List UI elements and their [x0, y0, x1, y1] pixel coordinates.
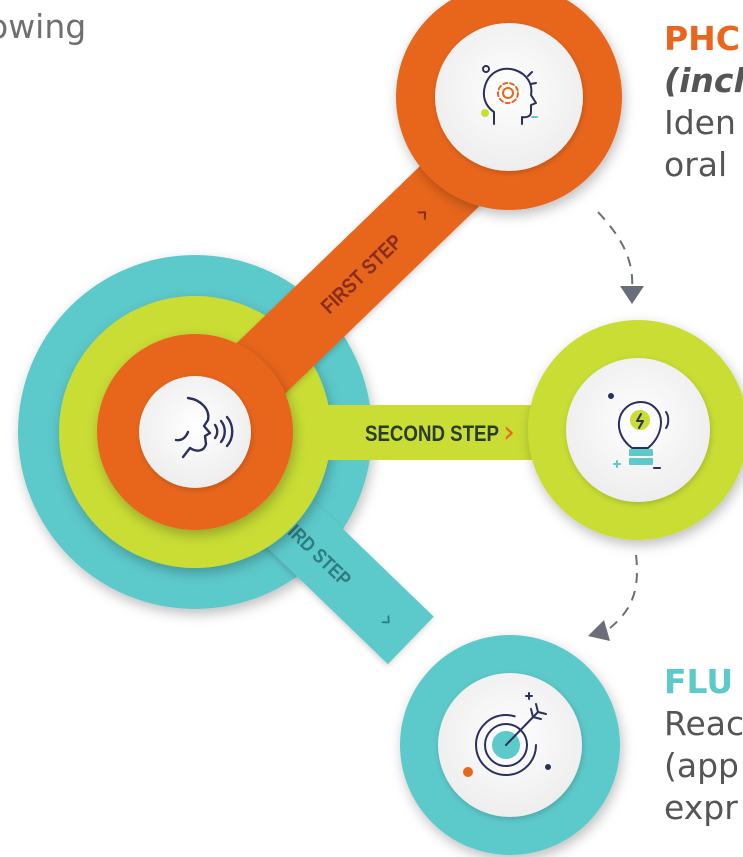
phonology-description: PHC (incl Iden oral [664, 18, 743, 186]
phonology-line-1: Iden [664, 103, 736, 142]
fluency-heading: FLU [664, 662, 734, 701]
connector-arrow-2 [588, 554, 638, 641]
connector-arrow-1 [597, 211, 644, 304]
second-step-label: SECOND STEP [365, 423, 499, 447]
phonology-line-2: oral [664, 145, 728, 184]
speaking-face-icon [174, 396, 234, 459]
fluency-line-1: Reac [664, 704, 743, 743]
fluency-line-2: (app [664, 746, 739, 785]
intro-text: owing : [0, 6, 86, 90]
fluency-description: FLU Reac (app expr [664, 661, 743, 829]
second-step-node-disc [566, 358, 710, 502]
lightbulb-icon [608, 393, 670, 469]
intro-line-1: owing [0, 7, 87, 46]
second-step-chevron-icon: › [503, 415, 515, 450]
center-white-disc [139, 376, 251, 488]
phonology-subtitle: (incl [664, 61, 743, 100]
head-gear-icon [481, 65, 538, 125]
target-arrow-icon [463, 692, 551, 777]
fluency-line-3: expr [664, 788, 738, 827]
phonology-heading: PHC [664, 19, 741, 58]
